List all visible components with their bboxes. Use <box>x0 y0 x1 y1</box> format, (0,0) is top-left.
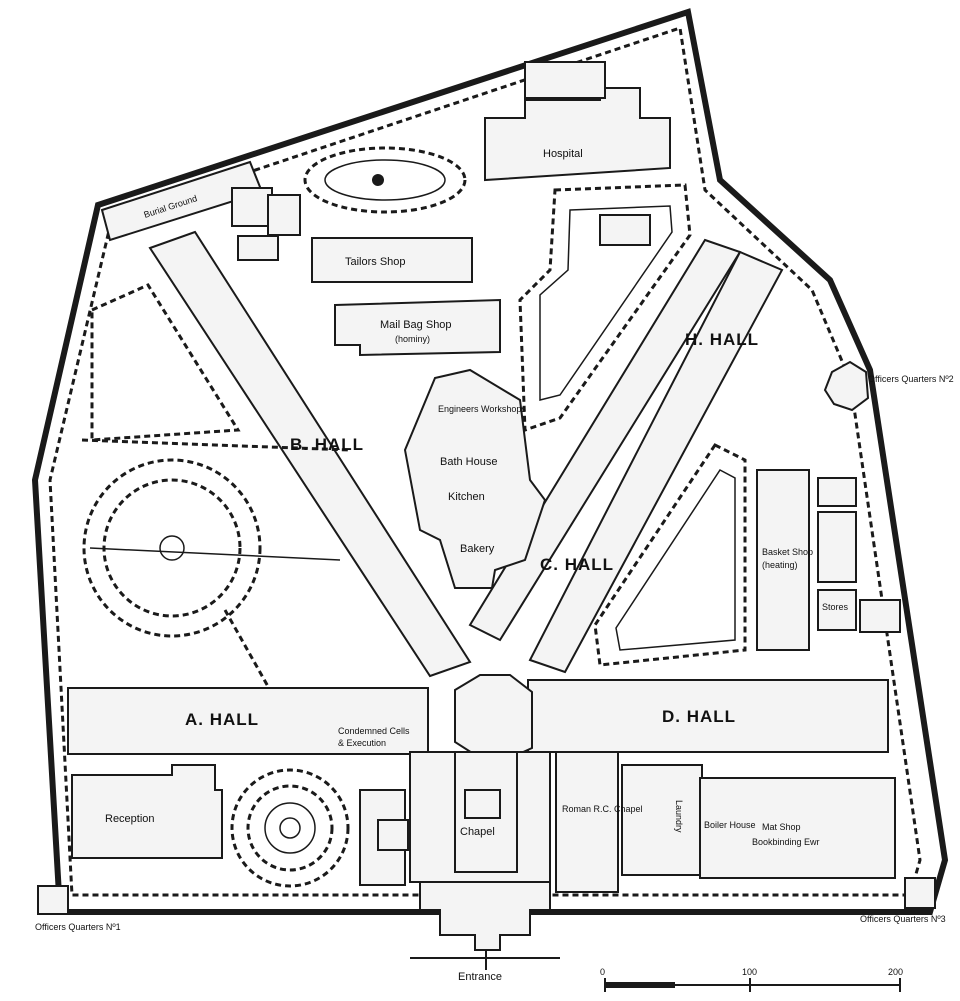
officers-quarters-1-building <box>37 885 69 915</box>
mat-shop <box>699 777 896 879</box>
a-hall <box>67 687 429 755</box>
exercise-yard-left-top <box>90 283 241 442</box>
exercise-yard-right-lower <box>593 443 747 667</box>
hospital-building <box>484 87 671 182</box>
tailors-shop <box>311 237 473 283</box>
label-condemned-cells: Condemned Cells <box>338 726 410 736</box>
scale-label-100: 100 <box>742 967 757 977</box>
laundry <box>621 764 703 876</box>
label-tailors-shop: Tailors Shop <box>345 256 406 268</box>
label-mail-bag-shop: Mail Bag Shop <box>380 319 452 331</box>
label-officers-quarters-3: Officers Quarters Nº3 <box>860 914 946 924</box>
exercise-yard-lower-circle <box>230 768 350 888</box>
exercise-yard-circle <box>82 458 262 638</box>
scale-label-0: 0 <box>600 967 605 977</box>
label-mat-shop-2: Bookbinding Ewr <box>752 837 820 847</box>
officers-quarters-3-building <box>904 877 936 909</box>
boundary-wall <box>31 8 949 915</box>
label-boiler-house: Boiler House <box>704 820 756 830</box>
mail-bag-shop <box>334 298 501 357</box>
label-d-hall: D. HALL <box>662 707 736 726</box>
label-chapel: Chapel <box>460 826 495 838</box>
label-basket-shop: Basket Shop <box>762 547 813 557</box>
label-bath-house: Bath House <box>440 456 497 468</box>
perimeter-path <box>48 26 922 897</box>
label-entrance: Entrance <box>458 971 502 983</box>
rc-chapel <box>555 751 619 893</box>
hospital-annex <box>524 61 606 99</box>
scale-label-200: 200 <box>888 967 903 977</box>
label-laundry: Laundry <box>674 800 684 833</box>
label-bakery: Bakery <box>460 543 495 555</box>
central-services-block <box>403 368 547 589</box>
d-hall <box>527 679 889 753</box>
entrance-block <box>419 881 551 951</box>
label-basket-shop-sub: (heating) <box>762 560 798 570</box>
label-mail-bag-shop-sub: (hominy) <box>395 334 430 344</box>
label-hospital: Hospital <box>543 148 583 160</box>
label-a-hall: A. HALL <box>185 710 259 729</box>
scale-bar <box>604 978 901 992</box>
basket-shop <box>756 469 810 651</box>
central-hub <box>454 674 533 759</box>
label-officers-quarters-1: Officers Quarters Nº1 <box>35 922 121 932</box>
reception <box>71 764 223 859</box>
h-hall-wing <box>528 250 784 674</box>
exercise-yard-right <box>518 183 692 433</box>
c-hall-wing <box>468 238 742 642</box>
label-c-hall: C. HALL <box>540 555 614 574</box>
exercise-yard-oval-top <box>303 146 467 214</box>
label-reception: Reception <box>105 813 155 825</box>
label-mat-shop: Mat Shop <box>762 822 801 832</box>
b-hall-wing <box>148 230 472 678</box>
label-officers-quarters-2: Officers Quarters Nº2 <box>868 374 954 384</box>
label-rc-chapel: Roman R.C. Chapel <box>562 804 643 814</box>
label-stores: Stores <box>822 602 849 612</box>
label-h-hall: H. HALL <box>685 330 759 349</box>
label-b-hall: B. HALL <box>290 435 364 454</box>
officers-quarters-2-building <box>823 360 870 412</box>
yard-centre-marker <box>372 174 384 186</box>
label-engineers-workshops: Engineers Workshops <box>438 404 526 414</box>
label-kitchen: Kitchen <box>448 491 485 503</box>
label-condemned-cells-2: & Execution <box>338 738 386 748</box>
